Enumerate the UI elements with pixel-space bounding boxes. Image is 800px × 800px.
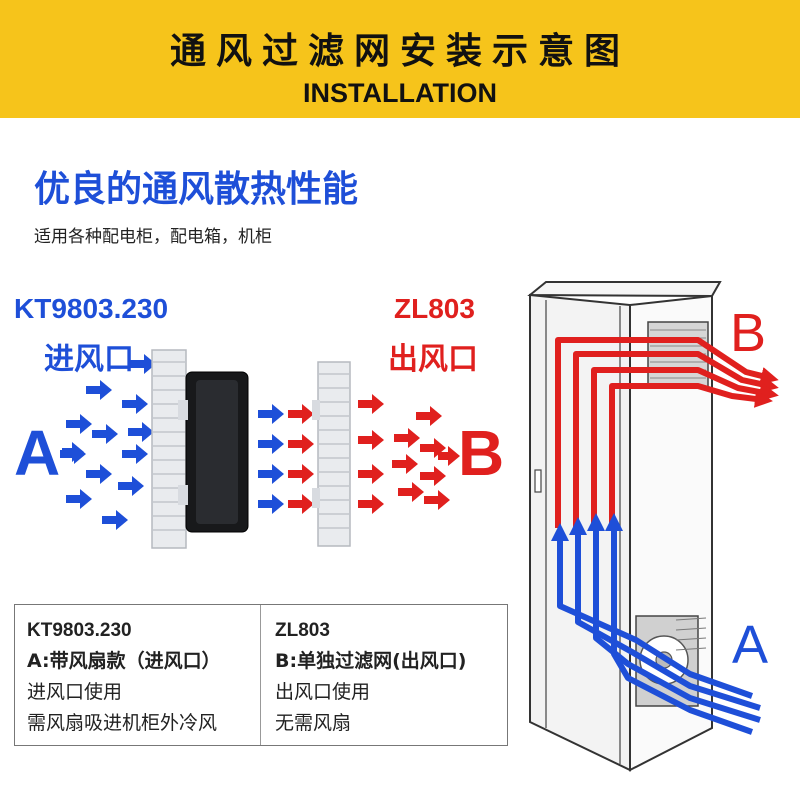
banner-subtitle: INSTALLATION	[303, 78, 497, 108]
cabinet-inlet-letter: A	[732, 615, 769, 675]
mid-arrows	[258, 404, 314, 514]
outlet-filter	[312, 361, 351, 547]
inlet-port-label: 进风口	[44, 342, 134, 377]
inlet-spec-note: 需风扇吸进机柜外冷风	[27, 712, 218, 734]
outlet-model-label: ZL803	[394, 293, 475, 324]
subline: 适用各种配电柜，配电箱，机柜	[34, 227, 272, 247]
outlet-port-label: 出风口	[388, 342, 478, 377]
exhaust-letter: B	[458, 417, 505, 489]
inlet-spec-type: A:带风扇款（进风口）	[27, 650, 221, 672]
cabinet-outlet-letter: B	[730, 303, 767, 363]
outlet-spec-model: ZL803	[275, 620, 330, 641]
outlet-spec-cell: ZL803 B:单独过滤网(出风口) 出风口使用 无需风扇	[275, 615, 466, 739]
big-letter-a-arrow	[62, 442, 84, 462]
exhaust-arrows	[358, 394, 450, 514]
inlet-model-label: KT9803.230	[14, 293, 169, 324]
inlet-spec-cell: KT9803.230 A:带风扇款（进风口） 进风口使用 需风扇吸进机柜外冷风	[27, 615, 221, 739]
outlet-spec-type: B:单独过滤网(出风口)	[275, 650, 467, 672]
big-letter-b-arrow	[438, 446, 460, 466]
title-banner: 通风过滤网安装示意图 INSTALLATION	[0, 0, 800, 118]
cabinet-cold-airflow	[551, 513, 761, 735]
inlet-spec-usage: 进风口使用	[27, 681, 123, 703]
outlet-spec-note: 无需风扇	[275, 712, 352, 734]
table-divider	[260, 605, 261, 745]
inlet-spec-model: KT9803.230	[27, 620, 132, 641]
headline: 优良的通风散热性能	[34, 169, 359, 210]
intake-letter: A	[14, 417, 61, 489]
outlet-spec-usage: 出风口使用	[275, 681, 371, 703]
intake-arrows	[60, 354, 156, 530]
spec-table: KT9803.230 A:带风扇款（进风口） 进风口使用 需风扇吸进机柜外冷风 …	[14, 604, 508, 746]
banner-title: 通风过滤网安装示意图	[169, 31, 630, 72]
cabinet-hot-airflow	[555, 337, 779, 528]
inlet-fan-filter	[151, 349, 249, 549]
